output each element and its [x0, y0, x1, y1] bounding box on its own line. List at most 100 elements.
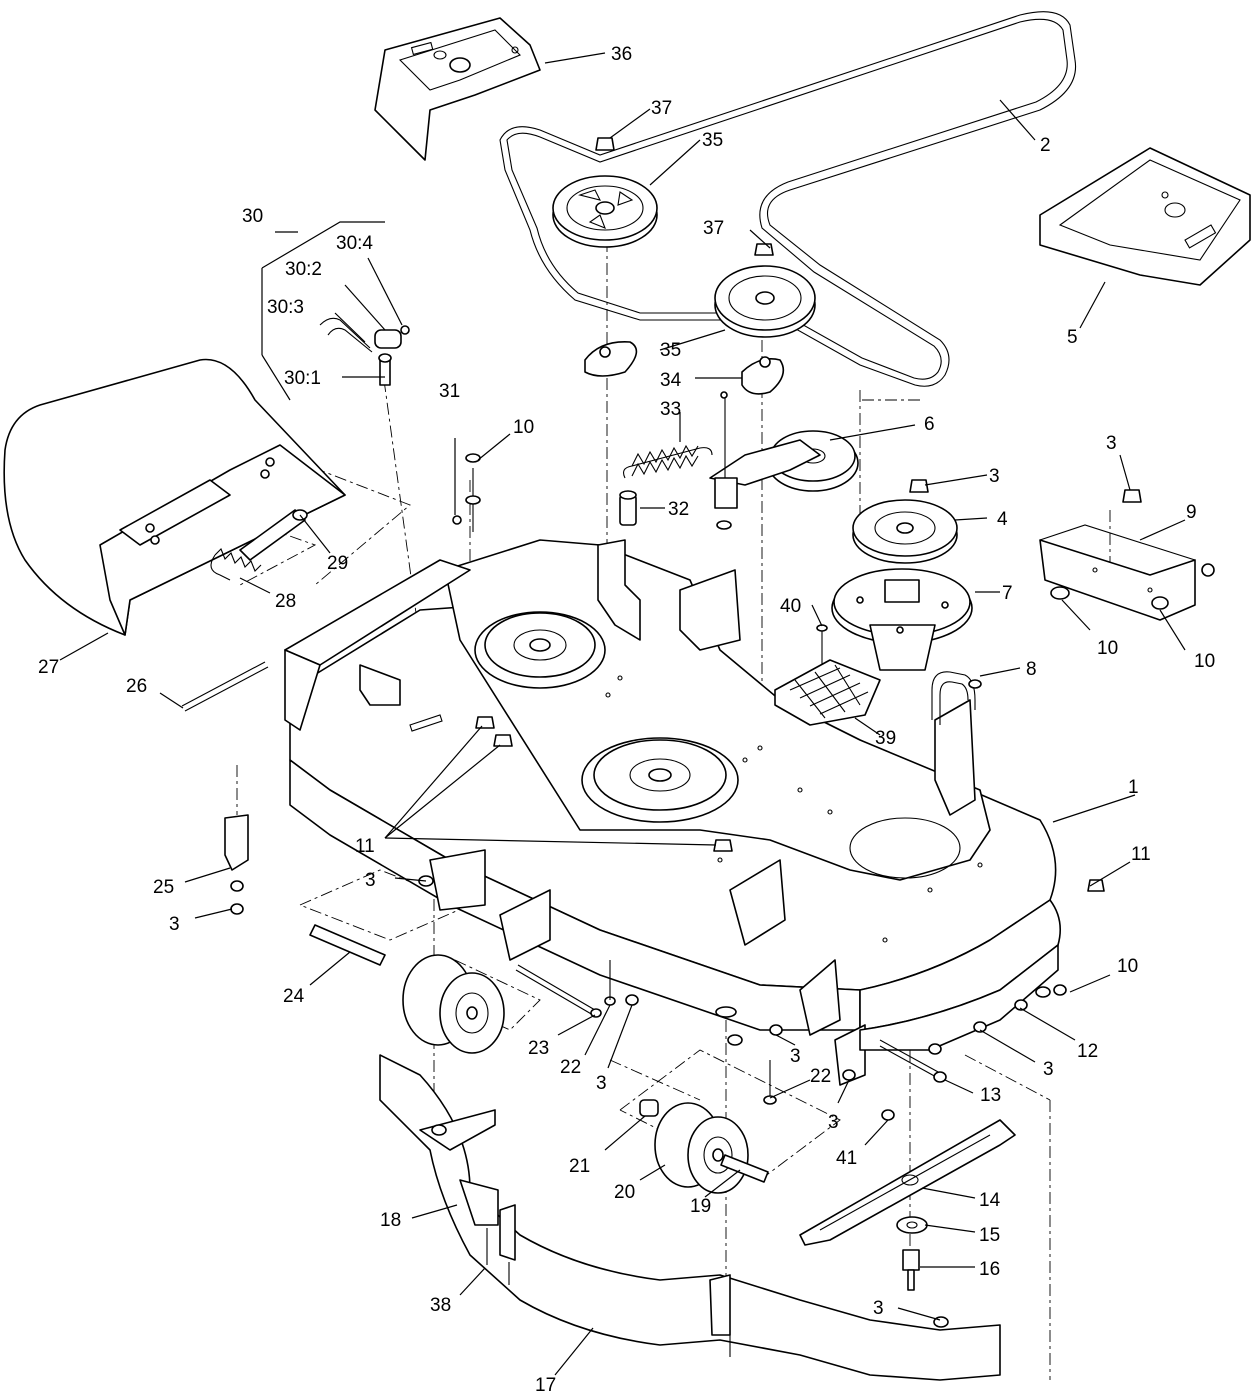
callout-17: 17 [535, 1375, 556, 1396]
callout-25: 25 [153, 877, 174, 898]
idler-pulley-lower [714, 265, 816, 338]
extension-spring [623, 444, 713, 479]
callout-labels: 1 2 3 3 3 3 3 3 3 3 3 3 4 5 6 7 8 9 10 1… [38, 44, 1215, 1396]
callout-10-b: 10 [1097, 638, 1118, 659]
callout-6: 6 [924, 414, 935, 435]
callout-1: 1 [1128, 777, 1139, 798]
callout-2: 2 [1040, 135, 1051, 156]
callout-3-g: 3 [828, 1112, 839, 1133]
callout-11-b: 11 [1131, 844, 1151, 865]
callout-30-3: 30:3 [267, 297, 304, 318]
axle-19 [720, 1154, 769, 1183]
blade-bolt [902, 1249, 920, 1291]
cutting-blade [799, 1119, 1016, 1246]
spindle-assembly [831, 568, 973, 671]
debris-guard-39 [774, 659, 881, 726]
nut-3-on-pulley [909, 479, 929, 493]
bolt-10-bracket-left [1050, 586, 1070, 600]
nut-37-lower [754, 243, 774, 256]
callout-7: 7 [1002, 583, 1013, 604]
callout-33: 33 [660, 399, 681, 420]
callout-20: 20 [614, 1182, 635, 1203]
deck-holes [605, 675, 983, 943]
callout-3-b: 3 [1106, 433, 1117, 454]
fasteners [181, 453, 1105, 1328]
callout-10-a: 10 [513, 417, 534, 438]
callout-3-d: 3 [169, 914, 180, 935]
callout-34: 34 [660, 370, 682, 391]
gauge-wheel-left [402, 954, 505, 1054]
discharge-chute [3, 358, 346, 636]
callout-3-c: 3 [365, 870, 376, 891]
callout-10-d: 10 [1117, 956, 1138, 977]
spacer-32 [619, 490, 637, 526]
callout-11-a: 11 [355, 836, 375, 857]
callout-38: 38 [430, 1295, 451, 1316]
callout-40: 40 [780, 596, 801, 617]
callout-37-a: 37 [651, 98, 672, 119]
blade-washer [896, 1216, 928, 1234]
callout-30-4: 30:4 [336, 233, 373, 254]
chute-spring [210, 548, 262, 581]
belt-cover-left [374, 17, 541, 161]
axle-24 [309, 924, 386, 966]
spindle-pulley-4 [852, 499, 958, 564]
idler-plate-34-right [741, 356, 785, 395]
callout-35-a: 35 [702, 130, 723, 151]
baffle-assembly [379, 1054, 1001, 1381]
center-spindle-pulley [581, 737, 739, 823]
callout-30-2: 30:2 [285, 259, 322, 280]
callout-26: 26 [126, 676, 147, 697]
callout-30: 30 [242, 206, 263, 227]
callout-24: 24 [283, 986, 305, 1007]
callout-41: 41 [836, 1148, 857, 1169]
u-bolt-8 [931, 671, 982, 725]
callout-29: 29 [327, 553, 348, 574]
callout-13: 13 [980, 1085, 1001, 1106]
nut-bracket-side [1201, 563, 1215, 577]
callout-3-a: 3 [989, 466, 1000, 487]
callout-3-h: 3 [1043, 1059, 1054, 1080]
callout-9: 9 [1186, 502, 1197, 523]
callout-37-b: 37 [703, 218, 724, 239]
callout-32: 32 [668, 499, 689, 520]
callout-18: 18 [380, 1210, 401, 1231]
idler-plate-34-left [584, 341, 638, 377]
callout-15: 15 [979, 1225, 1000, 1246]
left-spindle-pulley [474, 611, 606, 689]
side-bracket-9 [1039, 524, 1196, 621]
callout-39: 39 [875, 728, 896, 749]
callout-5: 5 [1067, 327, 1078, 348]
bolt-23 [515, 964, 602, 1018]
callout-30-1: 30:1 [284, 368, 321, 389]
callout-16: 16 [979, 1259, 1000, 1280]
callout-3-f: 3 [790, 1046, 801, 1067]
callout-35-b: 35 [660, 340, 681, 361]
callout-21: 21 [569, 1156, 590, 1177]
callout-14: 14 [979, 1190, 1001, 1211]
callout-4: 4 [997, 509, 1008, 530]
callout-28: 28 [275, 591, 296, 612]
callout-12: 12 [1077, 1041, 1098, 1062]
gauge-wheel-center [654, 1102, 749, 1194]
callout-31: 31 [439, 381, 460, 402]
callout-10-c: 10 [1194, 651, 1215, 672]
callout-23: 23 [528, 1038, 549, 1059]
callout-27: 27 [38, 657, 59, 678]
nut-37-upper [595, 137, 615, 151]
callout-36: 36 [611, 44, 632, 65]
bolt-10-bracket-right [1151, 596, 1169, 610]
nut-3-bracket [1122, 489, 1142, 503]
callout-8: 8 [1026, 659, 1037, 680]
drive-belt [499, 11, 1077, 387]
idler-arm-assembly [709, 391, 859, 530]
callout-19: 19 [690, 1196, 711, 1217]
callout-22-a: 22 [560, 1057, 581, 1078]
idler-pulley-upper [552, 175, 658, 248]
chute-linkage [319, 317, 410, 386]
callout-3-e: 3 [596, 1073, 607, 1094]
bolt-40 [816, 624, 828, 665]
belt-cover-right [1039, 147, 1251, 286]
spacer-21 [639, 1099, 659, 1117]
